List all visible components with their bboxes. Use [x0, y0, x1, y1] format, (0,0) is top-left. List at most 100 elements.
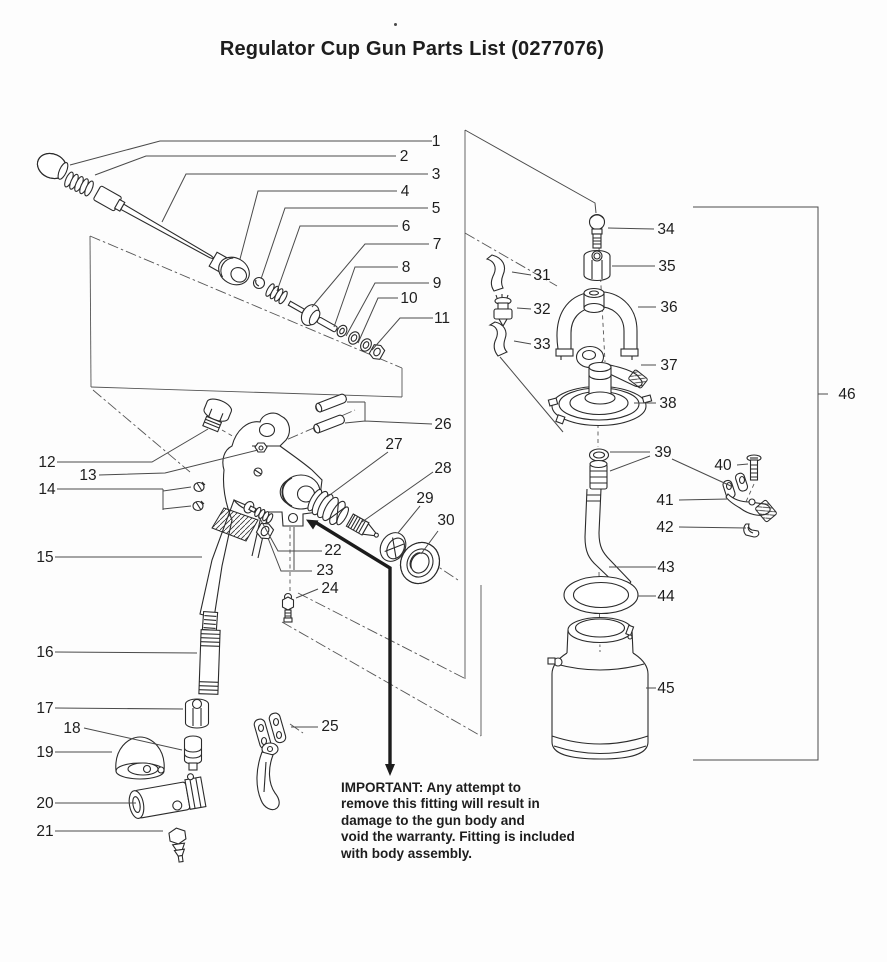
warning-arrow	[306, 519, 395, 776]
part-36-yoke	[555, 287, 639, 360]
part-16-tube	[198, 629, 221, 695]
callout-10: 10	[400, 290, 418, 307]
part-35-nut	[583, 249, 611, 282]
callout-39: 39	[654, 444, 671, 461]
callout-6: 6	[402, 218, 411, 235]
callout-33: 33	[533, 336, 550, 353]
callout-44: 44	[657, 588, 675, 605]
part-33-tube	[488, 321, 508, 357]
part-14-clips	[192, 481, 206, 512]
part-27-spring-pack	[307, 488, 350, 526]
callout-31: 31	[533, 267, 550, 284]
callout-2: 2	[400, 148, 409, 165]
part-3-needle	[93, 185, 216, 261]
part-34-screw	[588, 213, 606, 249]
assembly-bracket-46	[693, 206, 828, 761]
part-45-cup	[547, 616, 649, 760]
part-2-spring	[64, 171, 94, 197]
part-26-pins	[313, 393, 347, 434]
part-28-valve	[345, 513, 379, 538]
callout-36: 36	[660, 299, 677, 316]
callout-26: 26	[434, 416, 451, 433]
part-25-trigger	[253, 712, 287, 811]
callout-46: 46	[838, 386, 855, 403]
important-note: IMPORTANT: Any attempt to remove this fi…	[341, 780, 613, 862]
callout-28: 28	[434, 460, 451, 477]
callout-21: 21	[36, 823, 53, 840]
note-line: with body assembly.	[341, 845, 473, 861]
part-43-suction-tube	[584, 488, 632, 591]
leader-lines	[54, 129, 749, 832]
callout-45: 45	[657, 680, 674, 697]
part-42-clip	[743, 523, 760, 538]
callout-17: 17	[36, 700, 53, 717]
callout-4: 4	[401, 183, 410, 200]
part-18-fitting	[183, 735, 203, 771]
callout-34: 34	[657, 221, 675, 238]
callout-23: 23	[316, 562, 333, 579]
callout-8: 8	[402, 259, 411, 276]
part-4-nozzle-seat	[208, 251, 250, 286]
part-29-retainer	[379, 532, 407, 562]
part-30-ring-nut	[399, 541, 441, 585]
callout-16: 16	[36, 644, 53, 661]
part-5-ball	[252, 276, 266, 290]
part-12-hex-plug	[202, 398, 233, 433]
callout-7: 7	[433, 236, 442, 253]
callout-15: 15	[36, 549, 53, 566]
callout-25: 25	[321, 718, 338, 735]
part-20-regulator-body	[128, 773, 207, 819]
callout-37: 37	[660, 357, 677, 374]
callout-27: 27	[385, 436, 402, 453]
part-17-nut	[184, 698, 210, 729]
part-38-lid	[547, 361, 653, 427]
callout-3: 3	[432, 166, 441, 183]
page-title: Regulator Cup Gun Parts List (0277076)	[219, 38, 605, 60]
part-40-screw	[746, 454, 762, 481]
part-24-fitting	[281, 592, 295, 623]
callout-11: 11	[434, 310, 450, 327]
callout-14: 14	[38, 481, 56, 498]
callout-9: 9	[433, 275, 442, 292]
note-line: damage to the gun body and	[341, 812, 525, 828]
construction-lines	[89, 130, 755, 737]
part-6-spring	[265, 283, 288, 305]
callout-24: 24	[321, 580, 339, 597]
callout-32: 32	[533, 301, 550, 318]
stray-print-mark	[394, 23, 397, 26]
callout-13: 13	[79, 467, 96, 484]
part-23-nut	[255, 522, 275, 540]
callout-43: 43	[657, 559, 674, 576]
part-19-regulator-knob	[115, 736, 165, 780]
part-7-valve-stem	[287, 300, 338, 333]
callout-19: 19	[36, 744, 53, 761]
part-8-washer	[336, 324, 348, 338]
callout-12: 12	[38, 454, 55, 471]
part-21-hose-barb	[168, 827, 187, 863]
part-41-latch-lever	[722, 472, 777, 523]
part-44-gasket	[563, 575, 639, 615]
callout-30: 30	[437, 512, 455, 529]
callout-35: 35	[658, 258, 675, 275]
part-39-oring-strainer	[588, 448, 610, 490]
callout-41: 41	[656, 492, 673, 509]
part-31-tube	[485, 254, 506, 292]
part-10-washer	[360, 338, 372, 352]
part-1-knurled-knob	[36, 152, 69, 180]
callout-5: 5	[432, 200, 441, 217]
note-line: remove this fitting will result in	[341, 796, 540, 812]
callout-labels: 1 2 3 4 5 6 7 8 9 10 11 12 13 14 15 16 1…	[36, 133, 855, 840]
part-9-washer	[348, 331, 360, 345]
note-line: IMPORTANT: Any attempt to	[341, 780, 521, 795]
part-32-check-valve	[493, 294, 513, 328]
callout-29: 29	[416, 490, 433, 507]
callout-38: 38	[659, 395, 676, 412]
callout-20: 20	[36, 795, 54, 812]
callout-42: 42	[656, 519, 673, 536]
callout-18: 18	[63, 720, 80, 737]
callout-22: 22	[324, 542, 341, 559]
callout-1: 1	[432, 133, 441, 150]
gun-body	[199, 412, 323, 632]
